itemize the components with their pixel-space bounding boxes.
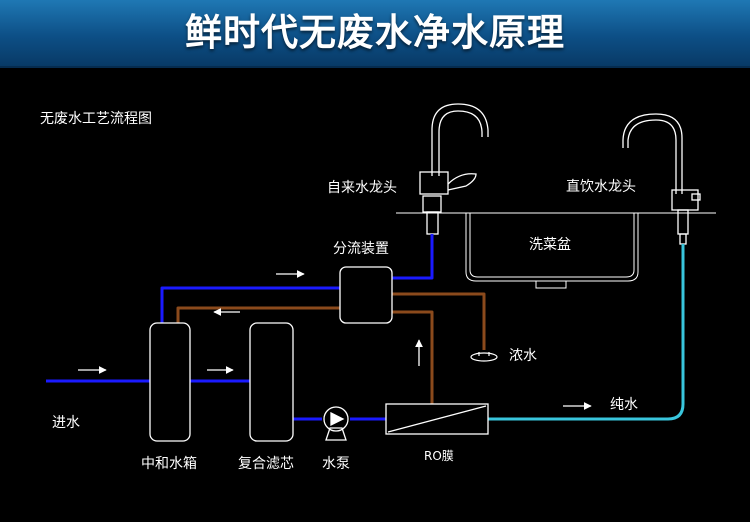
drinking-faucet-icon (622, 113, 701, 245)
label-tap-faucet: 自来水龙头 (327, 180, 397, 196)
raw-water-pipes (46, 234, 434, 421)
tap-faucet-icon (419, 103, 489, 235)
drain-icon (470, 352, 498, 362)
label-splitter: 分流装置 (333, 241, 389, 257)
composite-filter (249, 322, 294, 442)
label-concentrate: 浓水 (509, 348, 537, 364)
concentrate-pipes (176, 292, 486, 404)
label-pure-water: 纯水 (610, 397, 638, 413)
label-tank: 中和水箱 (141, 456, 197, 472)
label-inlet: 进水 (52, 415, 80, 431)
label-drinking-faucet: 直饮水龙头 (566, 178, 636, 195)
sink-basin (396, 212, 716, 289)
label-ro: RO膜 (424, 449, 454, 463)
ro-membrane (385, 403, 489, 435)
label-pump: 水泵 (322, 456, 350, 472)
page-title: 鲜时代无废水净水原理 (185, 11, 565, 54)
flow-arrows (78, 270, 592, 410)
neutralization-tank (149, 322, 191, 442)
pump-icon (323, 406, 349, 441)
label-filter: 复合滤芯 (238, 455, 294, 472)
label-sink: 洗菜盆 (529, 237, 571, 253)
splitter-device (339, 266, 393, 324)
diagram-subtitle: 无废水工艺流程图 (40, 111, 152, 127)
title-banner: 鲜时代无废水净水原理 (0, 0, 750, 68)
pure-water-pipe (488, 244, 685, 421)
